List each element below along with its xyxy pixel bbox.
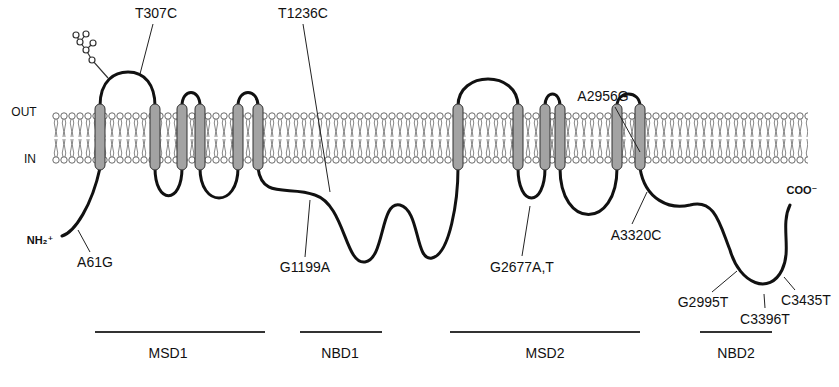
- transmembrane-helices: [95, 104, 645, 170]
- domain-label: MSD2: [526, 346, 565, 361]
- snp-label: A3320C: [611, 228, 662, 243]
- snp-label: T307C: [135, 6, 177, 21]
- snp-label: G2677A,T: [490, 260, 554, 275]
- leader-lines: [78, 24, 795, 308]
- snp-label: T1236C: [278, 6, 328, 21]
- glycosylation-tree: [73, 31, 108, 78]
- domain-label: MSD1: [149, 346, 188, 361]
- snp-label: G2995T: [678, 295, 729, 310]
- terminus-label: COO⁻: [787, 184, 818, 196]
- domain-bars: [95, 331, 772, 333]
- snp-label: C3435T: [781, 293, 831, 308]
- domain-label: NBD1: [321, 346, 358, 361]
- domain-label: NBD2: [717, 346, 754, 361]
- snp-label: C3396T: [740, 312, 790, 327]
- snp-label: A61G: [77, 255, 113, 270]
- protein-chain: [62, 72, 790, 284]
- side-label: IN: [24, 153, 36, 166]
- snp-label: A2956G: [577, 89, 628, 104]
- lipid-bilayer: [52, 112, 808, 164]
- side-label: OUT: [11, 106, 36, 119]
- snp-label: G1199A: [280, 260, 330, 275]
- terminus-label: NH₂⁺: [27, 234, 54, 246]
